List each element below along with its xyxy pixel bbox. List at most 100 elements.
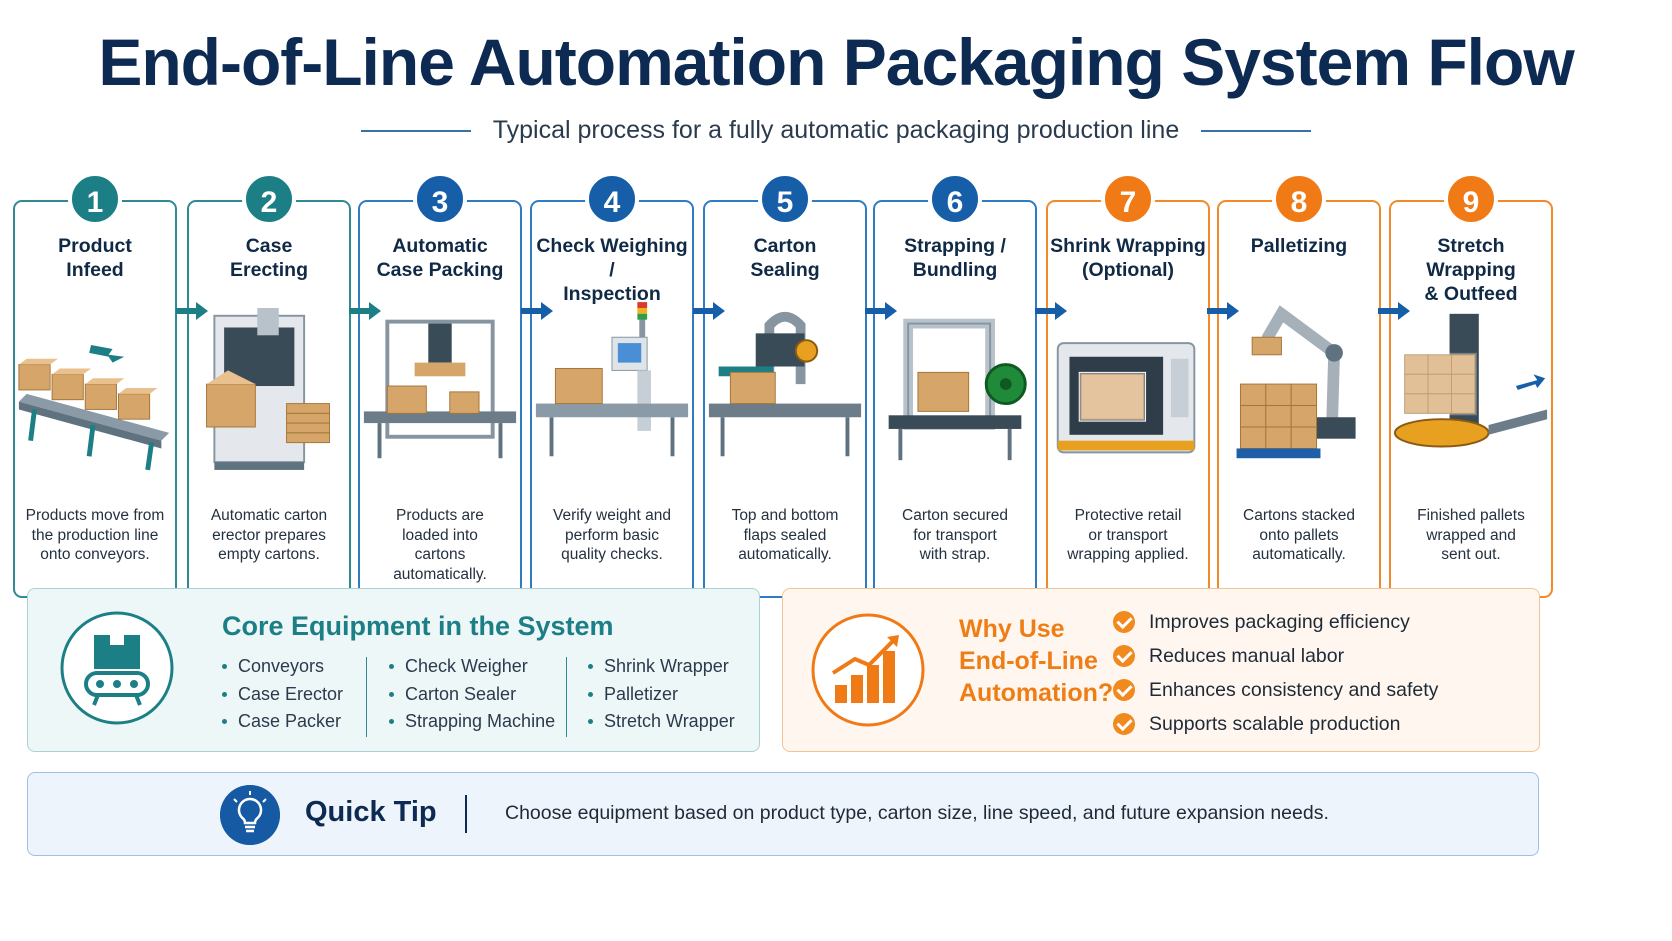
step-desc-line: perform basic (565, 526, 659, 544)
step-desc-line: onto conveyors. (40, 546, 150, 563)
lightbulb-icon (220, 785, 280, 845)
subtitle-row: Typical process for a fully automatic pa… (0, 116, 1672, 145)
list-item: Strapping Machine (389, 708, 555, 736)
step-desc-line: automatically. (1252, 546, 1346, 563)
step-desc-line: quality checks. (561, 546, 663, 563)
core-equipment-list: Check Weigher Carton Sealer Strapping Ma… (389, 653, 555, 736)
step-title: Stretch Wrapping& Outfeed (1391, 234, 1551, 306)
list-item: Reduces manual labor (1113, 639, 1438, 673)
step-card-9: 9 Stretch Wrapping& Outfeed Finished pal… (1389, 172, 1553, 598)
check-circle-icon (1113, 611, 1135, 633)
step-title-line: Strapping / (904, 235, 1006, 257)
arrow-right-icon (1207, 302, 1239, 320)
step-number-badge: 4 (585, 172, 639, 226)
list-item: Palletizer (588, 681, 735, 709)
step-desc-line: wrapped and (1426, 526, 1516, 544)
core-equipment-panel: Core Equipment in the System Conveyors C… (27, 588, 760, 752)
step-title-line: Shrink Wrapping (1050, 235, 1206, 257)
step-desc-line: the production line (31, 526, 159, 544)
step-desc-line: or transport (1088, 526, 1168, 544)
subtitle-rule-left (360, 129, 471, 132)
step-title-line: Check Weighing / (536, 235, 688, 281)
step-title-line: Sealing (750, 259, 820, 281)
arrow-right-icon (349, 302, 381, 320)
step-desc-line: Verify weight and (552, 507, 672, 524)
list-item: Stretch Wrapper (588, 708, 735, 736)
step-description: Verify weight and perform basic quality ch… (532, 506, 692, 565)
step-title-line: Infeed (66, 259, 124, 281)
divider (465, 795, 467, 833)
arrow-right-icon (521, 302, 553, 320)
step-desc-line: empty cartons. (218, 546, 320, 563)
step-number-badge: 5 (758, 172, 812, 226)
step-title-line: Bundling (912, 259, 998, 281)
step-desc-line: Cartons stacked (1243, 507, 1355, 524)
step-card-4: 4 Check Weighing /Inspection Verify weig… (530, 172, 694, 598)
step-title-line: Carton (753, 235, 817, 257)
carton-sealer-icon (708, 311, 862, 457)
strapping-machine-icon (888, 318, 1027, 461)
step-desc-line: loaded into (402, 526, 478, 544)
why-title-line: Automation? (959, 679, 1114, 707)
step-desc-line: Finished pallets (1417, 507, 1525, 524)
arrow-right-icon (176, 302, 208, 320)
step-desc-line: Products move from (25, 507, 165, 524)
step-title-line: & Outfeed (1424, 283, 1518, 305)
core-equipment-list: Conveyors Case Erector Case Packer (222, 653, 343, 736)
step-title-line: Case (245, 235, 293, 257)
list-item: Check Weigher (389, 653, 555, 681)
step-number-badge: 6 (928, 172, 982, 226)
step-title-line: Case Packing (376, 259, 504, 281)
divider (366, 657, 367, 737)
step-title-line: Palletizing (1250, 235, 1348, 257)
step-title-line: Stretch Wrapping (1426, 235, 1516, 281)
why-title-line: Why Use (959, 615, 1065, 643)
step-desc-line: wrapping applied. (1067, 546, 1189, 563)
step-desc-line: automatically. (738, 546, 832, 563)
core-equipment-title: Core Equipment in the System (222, 611, 614, 641)
list-item: Improves packaging efficiency (1113, 605, 1438, 639)
benefit-text: Improves packaging efficiency (1149, 611, 1410, 633)
arrow-right-icon (1035, 302, 1067, 320)
step-title-line: Erecting (229, 259, 309, 281)
step-desc-line: with strap. (919, 546, 991, 563)
step-title: Check Weighing /Inspection (532, 234, 692, 306)
core-equipment-list: Shrink Wrapper Palletizer Stretch Wrappe… (588, 653, 735, 736)
step-desc-line: for transport (913, 526, 997, 544)
step-title-line: Automatic (392, 235, 488, 257)
step-desc-line: Automatic carton (210, 507, 328, 524)
quick-tip-panel: Quick Tip Choose equipment based on prod… (27, 772, 1539, 856)
step-title-line: Product (58, 235, 132, 257)
step-card-7: 7 Shrink Wrapping(Optional) Protective r… (1046, 172, 1210, 598)
arrow-right-icon (693, 302, 725, 320)
benefit-text: Reduces manual labor (1149, 645, 1345, 667)
step-title: Palletizing (1219, 234, 1379, 258)
benefits-list: Improves packaging efficiency Reduces ma… (1113, 605, 1438, 741)
step-number-badge: 3 (413, 172, 467, 226)
step-desc-line: cartons automatically. (393, 546, 487, 583)
quick-tip-label: Quick Tip (305, 796, 437, 828)
list-item: Conveyors (222, 653, 343, 681)
step-number-badge: 7 (1101, 172, 1155, 226)
list-item: Enhances consistency and safety (1113, 673, 1438, 707)
step-desc-line: sent out. (1441, 546, 1501, 563)
step-title-line: (Optional) (1081, 259, 1175, 281)
check-circle-icon (1113, 679, 1135, 701)
subtitle-rule-right (1201, 129, 1312, 132)
step-number-badge: 2 (242, 172, 296, 226)
step-number-badge: 8 (1272, 172, 1326, 226)
